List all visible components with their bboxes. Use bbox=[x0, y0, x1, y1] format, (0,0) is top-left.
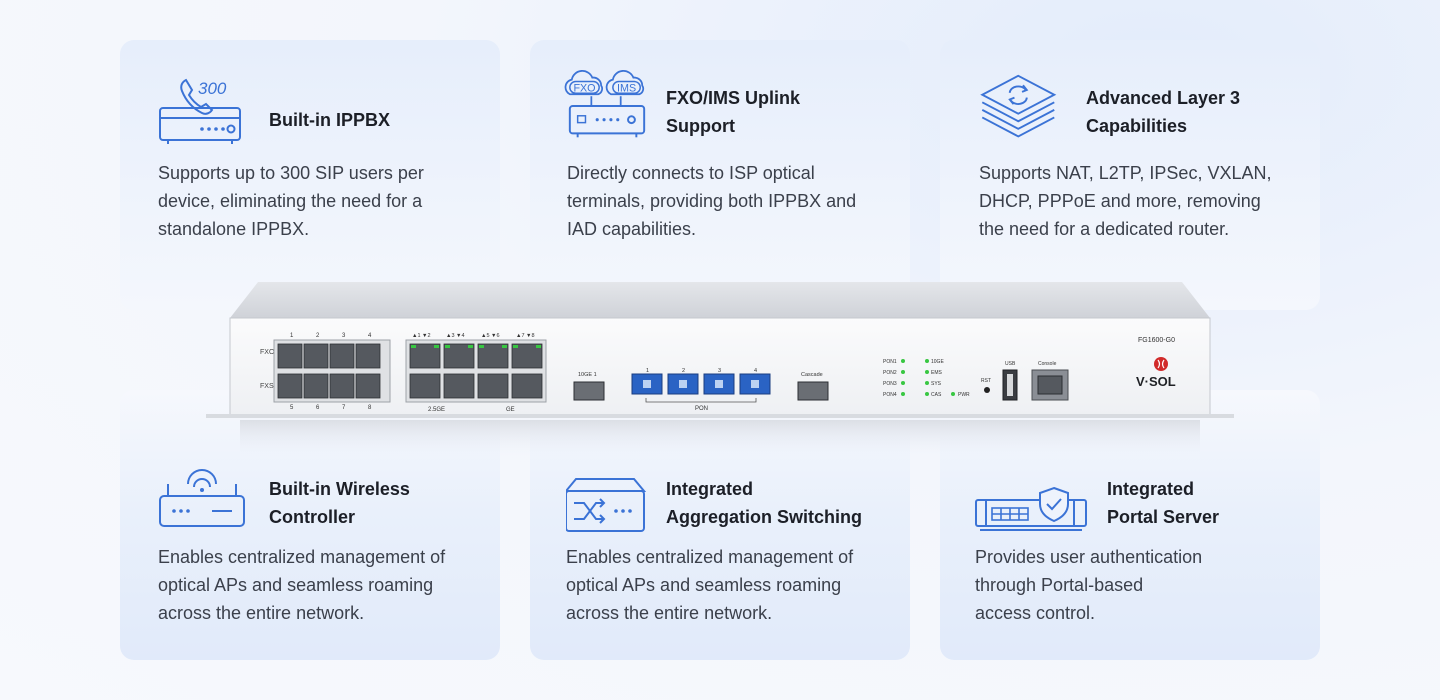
ge-port-numbers: ▲1 ▼2 ▲3 ▼4 ▲5 ▼6 ▲7 ▼8 bbox=[412, 333, 535, 339]
svg-text:FXO: FXO bbox=[573, 82, 595, 94]
label-pon: PON bbox=[695, 406, 708, 412]
svg-text:2: 2 bbox=[316, 333, 320, 339]
status-led-labels: PON1 PON2 PON3 PON4 10GE EMS SYS CAS PWR bbox=[883, 359, 970, 398]
label-rst: RST bbox=[981, 378, 991, 384]
svg-text:PON4: PON4 bbox=[883, 392, 897, 398]
feature-description: Directly connects to ISP optical termina… bbox=[567, 163, 857, 239]
wifi-router-icon bbox=[159, 469, 245, 527]
pon-numbers: 1 2 3 4 bbox=[646, 368, 757, 374]
svg-text:7: 7 bbox=[342, 405, 346, 411]
svg-text:300: 300 bbox=[198, 79, 227, 98]
svg-text:1: 1 bbox=[290, 333, 294, 339]
feature-card-layer3: Advanced Layer 3 Capabilities Supports N… bbox=[940, 40, 1320, 310]
fxs-label: FXS bbox=[260, 383, 274, 390]
label-usb: USB bbox=[1005, 361, 1016, 367]
svg-text:CAS: CAS bbox=[931, 392, 942, 398]
device-top bbox=[230, 282, 1210, 318]
model-label: FG1600-G0 bbox=[1138, 337, 1175, 344]
cascade-port[interactable] bbox=[797, 381, 829, 401]
vsol-logo-icon bbox=[1154, 357, 1168, 371]
switch-shuffle-icon bbox=[566, 478, 647, 532]
svg-text:▲5 ▼6: ▲5 ▼6 bbox=[481, 333, 500, 339]
svg-text:EMS: EMS bbox=[931, 370, 943, 376]
feature-description: Enables centralized management of optica… bbox=[158, 547, 446, 623]
sfp-10ge-port[interactable] bbox=[573, 381, 605, 401]
feature-card-fxo-ims: FXO IMS FXO/IMS Uplink Support Directly … bbox=[530, 40, 910, 310]
device-reflection bbox=[240, 420, 1200, 456]
label-10ge: 10GE 1 bbox=[578, 372, 597, 378]
svg-text:▲3 ▼4: ▲3 ▼4 bbox=[446, 333, 465, 339]
svg-text:3: 3 bbox=[718, 368, 721, 374]
feature-title: FXO/IMS Uplink Support bbox=[666, 88, 801, 136]
feature-description: Enables centralized management of optica… bbox=[566, 547, 854, 623]
device-front-panel: FXO FXS 1 2 3 4 5 6 7 8 ▲1 ▼2 ▲3 ▼4 ▲5 ▼… bbox=[206, 282, 1234, 456]
label-console: Console bbox=[1038, 361, 1057, 367]
svg-text:5: 5 bbox=[290, 405, 294, 411]
svg-text:▲1 ▼2: ▲1 ▼2 bbox=[412, 333, 431, 339]
feature-title: Built-in IPPBX bbox=[269, 110, 390, 130]
svg-text:10GE: 10GE bbox=[931, 359, 944, 365]
portal-shield-icon bbox=[975, 486, 1087, 531]
pbx-phone-icon: 300 bbox=[159, 78, 241, 144]
svg-text:PON2: PON2 bbox=[883, 370, 897, 376]
feature-description: Supports NAT, L2TP, IPSec, VXLAN, DHCP, … bbox=[979, 163, 1272, 239]
feature-title: Advanced Layer 3 Capabilities bbox=[1086, 88, 1241, 136]
voice-rj-ports[interactable] bbox=[277, 343, 381, 399]
label-ge: GE bbox=[506, 407, 515, 413]
voice-bottom-numbers: 5 6 7 8 bbox=[290, 405, 372, 411]
layers-icon bbox=[980, 74, 1057, 138]
svg-text:▲7 ▼8: ▲7 ▼8 bbox=[516, 333, 535, 339]
svg-text:4: 4 bbox=[754, 368, 757, 374]
brand-label: V·SOL bbox=[1136, 374, 1176, 389]
svg-text:IMS: IMS bbox=[617, 82, 636, 94]
feature-title: Integrated Portal Server bbox=[1107, 479, 1220, 527]
svg-text:8: 8 bbox=[368, 405, 372, 411]
svg-text:3: 3 bbox=[342, 333, 346, 339]
label-cascade: Cascade bbox=[801, 372, 823, 378]
svg-text:2: 2 bbox=[682, 368, 685, 374]
feature-card-ippbx: 300 Built-in IPPBX Supports up to 300 SI… bbox=[120, 40, 500, 310]
ge-port-leds bbox=[411, 345, 541, 348]
svg-text:PWR: PWR bbox=[958, 392, 970, 398]
svg-text:6: 6 bbox=[316, 405, 320, 411]
ge-rj-ports[interactable] bbox=[409, 343, 543, 399]
svg-text:SYS: SYS bbox=[931, 381, 942, 387]
fxo-label: FXO bbox=[260, 349, 275, 356]
feature-title: Built-in Wireless Controller bbox=[269, 479, 410, 527]
feature-title: Integrated Aggregation Switching bbox=[666, 479, 862, 527]
feature-description: Supports up to 300 SIP users per device,… bbox=[158, 163, 424, 239]
pon-sfp-ports[interactable] bbox=[631, 373, 771, 395]
reset-button[interactable] bbox=[984, 387, 990, 393]
svg-text:PON3: PON3 bbox=[883, 381, 897, 387]
svg-text:1: 1 bbox=[646, 368, 649, 374]
feature-description: Provides user authentication through Por… bbox=[975, 547, 1203, 623]
label-2-5ge: 2.5GE bbox=[428, 407, 445, 413]
cloud-uplink-icon: FXO IMS bbox=[564, 70, 646, 138]
svg-text:PON1: PON1 bbox=[883, 359, 897, 365]
voice-top-numbers: 1 2 3 4 bbox=[290, 333, 372, 339]
status-leds bbox=[901, 359, 955, 396]
svg-text:4: 4 bbox=[368, 333, 372, 339]
